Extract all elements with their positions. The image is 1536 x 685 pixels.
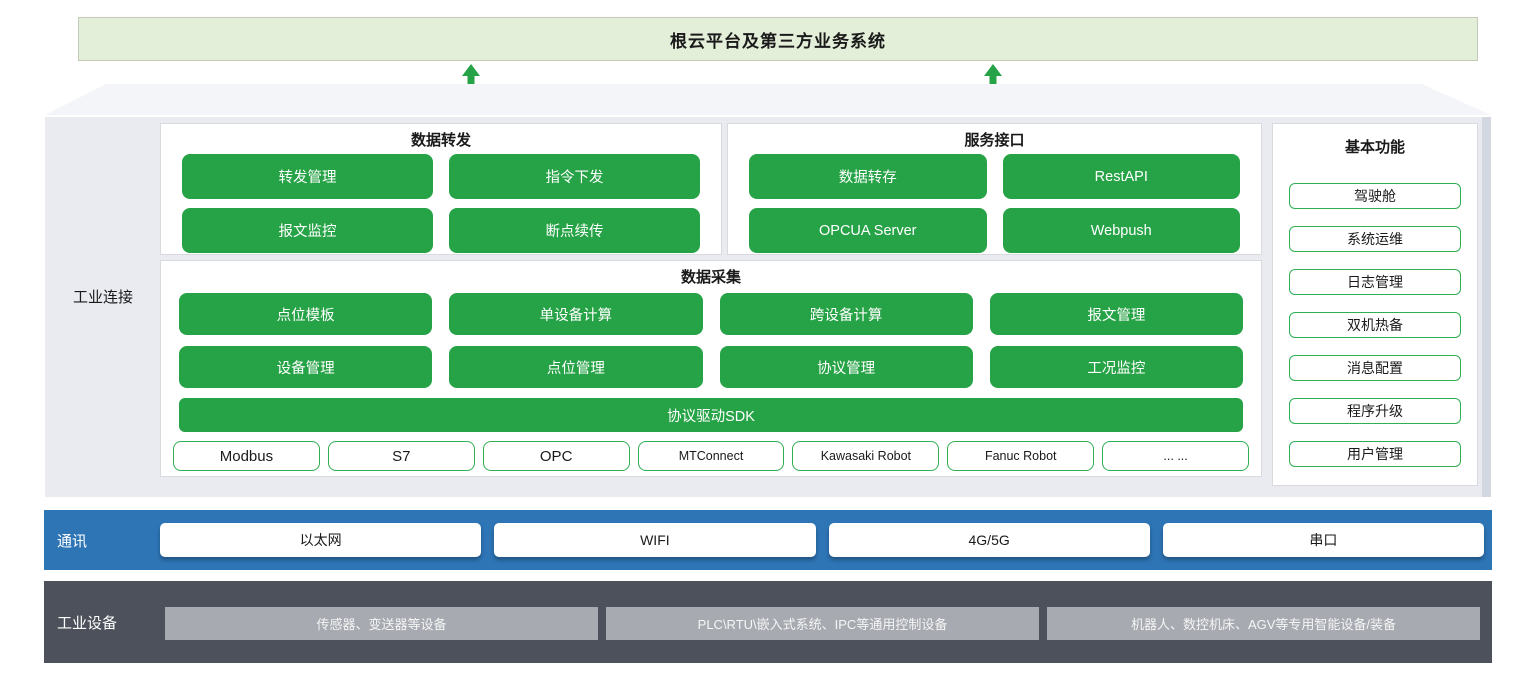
communication-channel-item: 以太网: [160, 523, 481, 557]
service-api-buttons: 数据转存 RestAPI OPCUA Server Webpush: [728, 150, 1261, 253]
communication-channel-item: WIFI: [494, 523, 815, 557]
communication-channel-item: 4G/5G: [829, 523, 1150, 557]
feature-button: 转发管理: [182, 154, 433, 199]
platform-banner: 根云平台及第三方业务系统: [78, 17, 1478, 61]
feature-button: 协议管理: [720, 346, 973, 388]
service-api-title: 服务接口: [728, 129, 1261, 150]
data-collection-buttons: 点位模板单设备计算跨设备计算报文管理设备管理点位管理协议管理工况监控: [161, 287, 1261, 388]
protocol-item: MTConnect: [638, 441, 785, 471]
feature-button: 单设备计算: [449, 293, 702, 335]
data-forward-title: 数据转发: [161, 129, 721, 150]
feature-button: 工况监控: [990, 346, 1243, 388]
feature-button: 断点续传: [449, 208, 700, 253]
industrial-devices-items: 传感器、变送器等设备PLC\RTU\嵌入式系统、IPC等通用控制设备机器人、数控…: [165, 607, 1480, 640]
communication-bar: 通讯 以太网 WIFI 4G/5G 串口: [44, 510, 1492, 570]
protocol-item: Kawasaki Robot: [792, 441, 939, 471]
feature-button: Webpush: [1003, 208, 1241, 253]
basic-function-item: 用户管理: [1289, 441, 1461, 467]
feature-button: 点位管理: [449, 346, 702, 388]
data-forward-buttons: 转发管理指令下发报文监控断点续传: [161, 150, 721, 253]
device-category-item: 传感器、变送器等设备: [165, 607, 598, 640]
basic-function-item: 日志管理: [1289, 269, 1461, 295]
service-api-panel: 服务接口 数据转存 RestAPI OPCUA Server Webpush: [727, 123, 1262, 255]
communication-label: 通讯: [57, 510, 87, 570]
protocol-list: Modbus S7 OPC MTConnectKawasaki Robot Fanuc …: [173, 441, 1249, 471]
device-category-item: PLC\RTU\嵌入式系统、IPC等通用控制设备: [606, 607, 1039, 640]
data-forward-panel: 数据转发 转发管理指令下发报文监控断点续传: [160, 123, 722, 255]
basic-function-item: 驾驶舱: [1289, 183, 1461, 209]
industrial-connection-top-face: [45, 84, 1491, 115]
protocol-item: S7: [328, 441, 475, 471]
protocol-item: Modbus: [173, 441, 320, 471]
industrial-connection-label: 工业连接: [45, 117, 161, 497]
basic-function-item: 消息配置: [1289, 355, 1461, 381]
communication-channel-item: 串口: [1163, 523, 1484, 557]
feature-button: OPCUA Server: [749, 208, 987, 253]
basic-functions-list: 驾驶舱系统运维日志管理双机热备消息配置程序升级用户管理: [1273, 157, 1477, 467]
basic-function-item: 系统运维: [1289, 226, 1461, 252]
communication-items: 以太网 WIFI 4G/5G 串口: [160, 523, 1484, 557]
feature-button: 点位模板: [179, 293, 432, 335]
feature-button: 跨设备计算: [720, 293, 973, 335]
feature-button: RestAPI: [1003, 154, 1241, 199]
protocol-driver-sdk-bar: 协议驱动SDK: [179, 398, 1243, 432]
feature-button: 指令下发: [449, 154, 700, 199]
feature-button: 设备管理: [179, 346, 432, 388]
data-collection-panel: 数据采集 点位模板单设备计算跨设备计算报文管理设备管理点位管理协议管理工况监控 …: [160, 260, 1262, 477]
platform-banner-title: 根云平台及第三方业务系统: [670, 27, 886, 52]
protocol-item: Fanuc Robot: [947, 441, 1094, 471]
feature-button: 数据转存: [749, 154, 987, 199]
protocol-item: ... ...: [1102, 441, 1249, 471]
data-collection-title: 数据采集: [161, 266, 1261, 287]
protocol-item: OPC: [483, 441, 630, 471]
device-category-item: 机器人、数控机床、AGV等专用智能设备/装备: [1047, 607, 1480, 640]
feature-button: 报文监控: [182, 208, 433, 253]
industrial-devices-label: 工业设备: [57, 581, 117, 663]
basic-functions-panel: 基本功能 驾驶舱系统运维日志管理双机热备消息配置程序升级用户管理: [1272, 123, 1478, 486]
industrial-devices-bar: 工业设备 传感器、变送器等设备PLC\RTU\嵌入式系统、IPC等通用控制设备机…: [44, 581, 1492, 663]
feature-button: 报文管理: [990, 293, 1243, 335]
basic-function-item: 双机热备: [1289, 312, 1461, 338]
basic-function-item: 程序升级: [1289, 398, 1461, 424]
basic-functions-title: 基本功能: [1273, 136, 1477, 157]
